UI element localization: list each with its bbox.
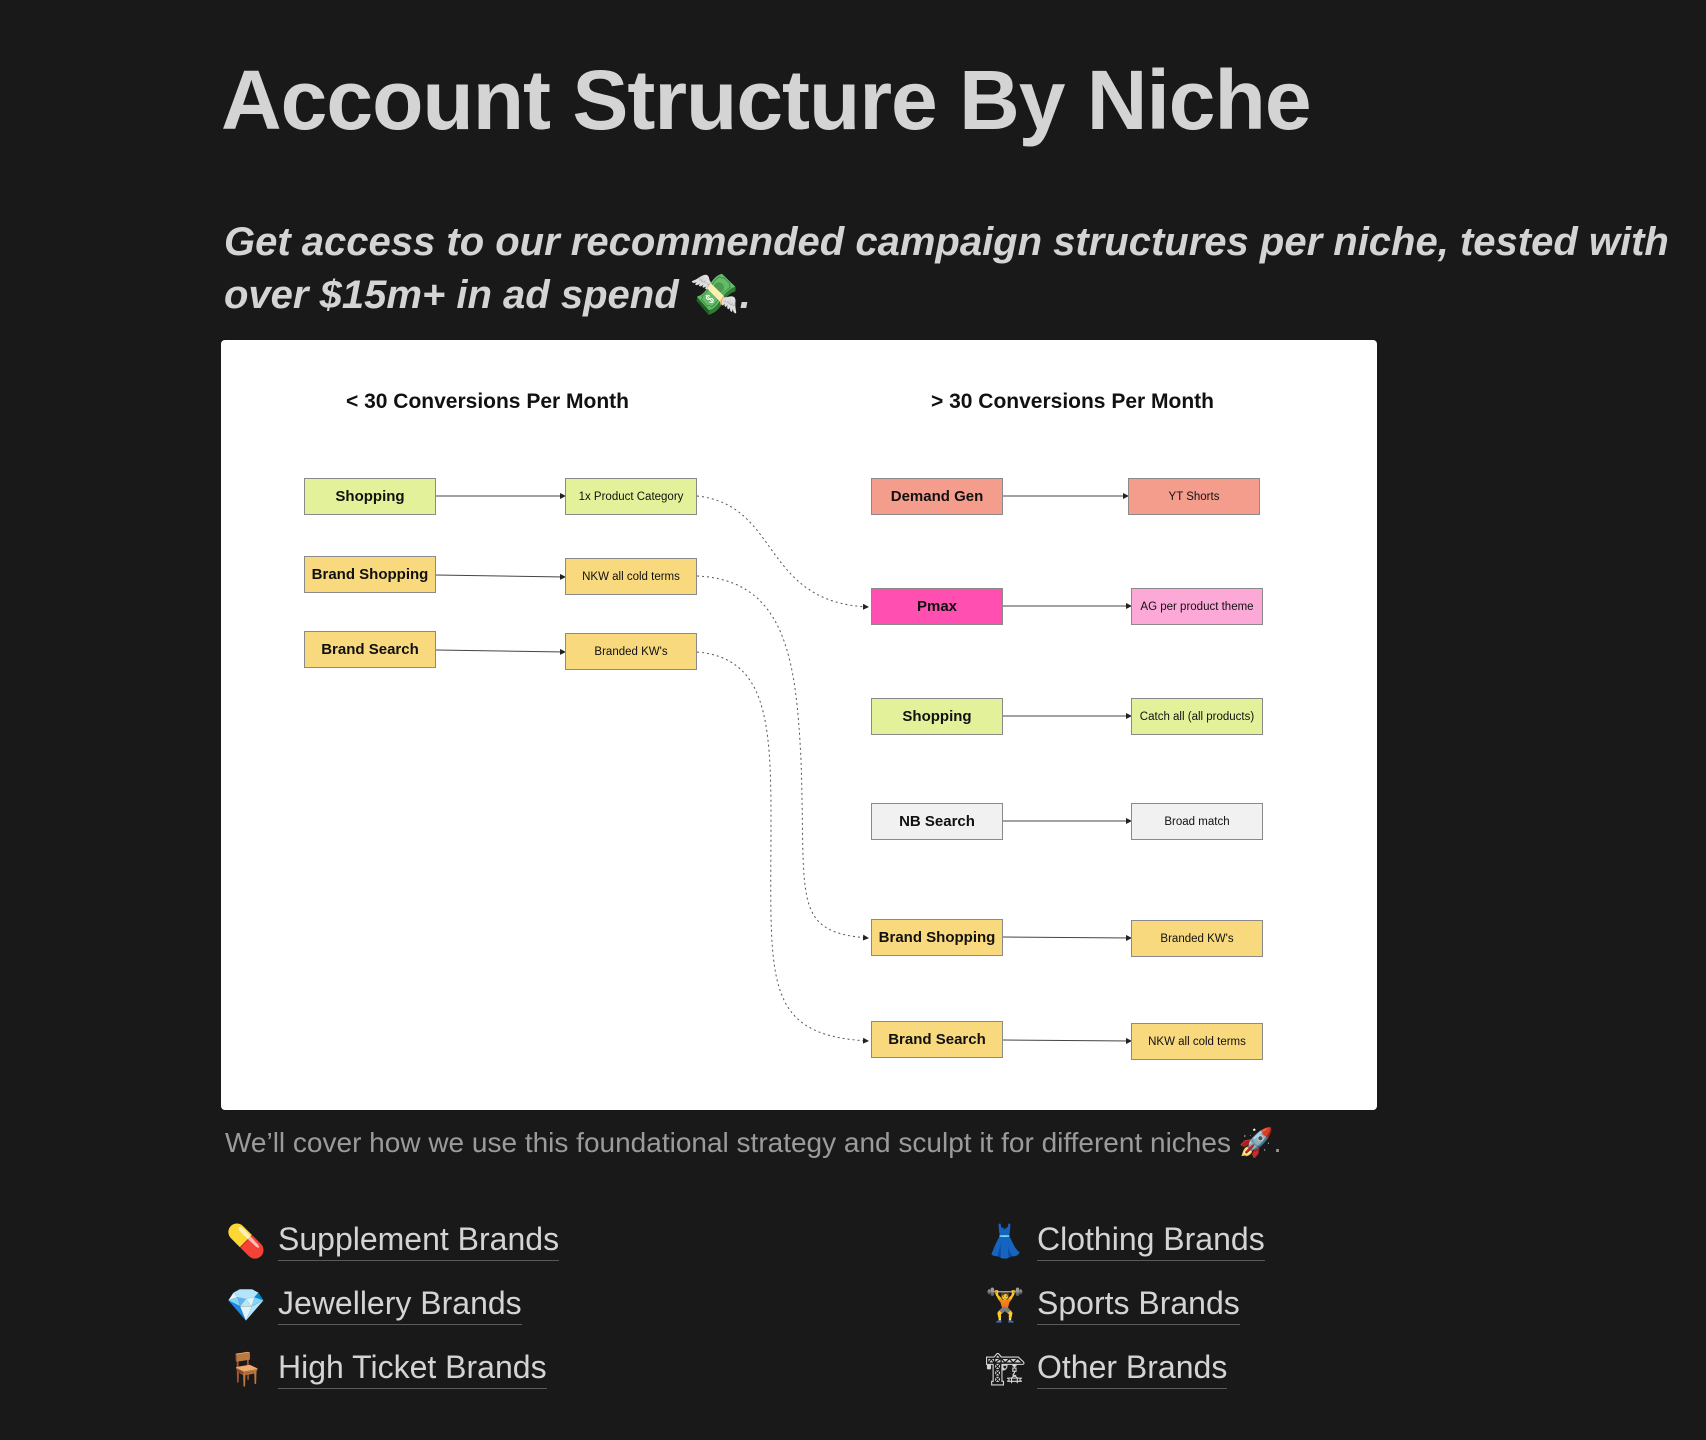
caption-end: .: [1273, 1127, 1282, 1158]
left-column-heading: < 30 Conversions Per Month: [346, 390, 629, 413]
right-target-node: YT Shorts: [1128, 478, 1260, 515]
right-target-node: Branded KW's: [1131, 920, 1263, 957]
right-target-node: NKW all cold terms: [1131, 1023, 1263, 1060]
diagram-caption: We’ll cover how we use this foundational…: [225, 1126, 1281, 1159]
niche-link-label: High Ticket Brands: [278, 1349, 547, 1389]
weightlifter-icon: 🏋: [985, 1286, 1025, 1324]
right-target-node: Catch all (all products): [1131, 698, 1263, 735]
page-subtitle: Get access to our recommended campaign s…: [224, 216, 1674, 322]
niche-link-clothing[interactable]: 👗 Clothing Brands: [985, 1221, 1265, 1261]
right-campaign-node: Brand Search: [871, 1021, 1003, 1058]
left-arrow-2: [435, 573, 566, 580]
diagram-connectors: [435, 493, 1132, 1044]
niche-link-label: Jewellery Brands: [278, 1285, 522, 1325]
page-title: Account Structure By Niche: [221, 53, 1312, 147]
left-campaign-node: Shopping: [304, 478, 436, 515]
niche-link-label: Clothing Brands: [1037, 1221, 1265, 1261]
migration-curve-3: [696, 651, 869, 1044]
niche-link-other[interactable]: 🏗 Other Brands: [985, 1349, 1228, 1389]
left-arrow-3: [435, 648, 566, 655]
pill-icon: 💊: [226, 1222, 266, 1260]
left-target-node: 1x Product Category: [565, 478, 697, 515]
right-arrow-5: [1002, 934, 1132, 941]
left-campaign-node: Brand Shopping: [304, 556, 436, 593]
gem-icon: 💎: [226, 1286, 266, 1324]
right-target-node: Broad match: [1131, 803, 1263, 840]
left-target-node: NKW all cold terms: [565, 558, 697, 595]
dress-icon: 👗: [985, 1222, 1025, 1260]
right-column-heading: > 30 Conversions Per Month: [931, 390, 1214, 413]
right-campaign-node: Brand Shopping: [871, 919, 1003, 956]
caption-text: We’ll cover how we use this foundational…: [225, 1127, 1231, 1158]
niche-link-label: Sports Brands: [1037, 1285, 1240, 1325]
migration-curve-1: [696, 495, 869, 610]
construction-crane-icon: 🏗: [985, 1350, 1026, 1388]
left-target-node: Branded KW's: [565, 633, 697, 670]
right-campaign-node: Demand Gen: [871, 478, 1003, 515]
money-emoji-icon: 💸: [689, 272, 740, 318]
right-arrow-6: [1002, 1037, 1132, 1044]
niche-link-supplement[interactable]: 💊 Supplement Brands: [226, 1221, 560, 1261]
niche-link-label: Other Brands: [1037, 1349, 1228, 1389]
right-campaign-node: Pmax: [871, 588, 1003, 625]
niche-link-high-ticket[interactable]: 🪑 High Ticket Brands: [226, 1349, 547, 1389]
right-campaign-node: NB Search: [871, 803, 1003, 840]
account-structure-diagram[interactable]: < 30 Conversions Per Month > 30 Conversi…: [221, 340, 1377, 1110]
subtitle-end: .: [739, 273, 751, 317]
subtitle-text: Get access to our recommended campaign s…: [224, 220, 1669, 317]
migration-curve-2: [696, 575, 869, 941]
chair-icon: 🪑: [226, 1350, 266, 1388]
left-campaign-node: Brand Search: [304, 631, 436, 668]
niche-link-jewellery[interactable]: 💎 Jewellery Brands: [226, 1285, 522, 1325]
right-campaign-node: Shopping: [871, 698, 1003, 735]
niche-link-sports[interactable]: 🏋 Sports Brands: [985, 1285, 1240, 1325]
niche-link-label: Supplement Brands: [278, 1221, 560, 1261]
right-target-node: AG per product theme: [1131, 588, 1263, 625]
rocket-emoji-icon: 🚀: [1238, 1126, 1274, 1159]
